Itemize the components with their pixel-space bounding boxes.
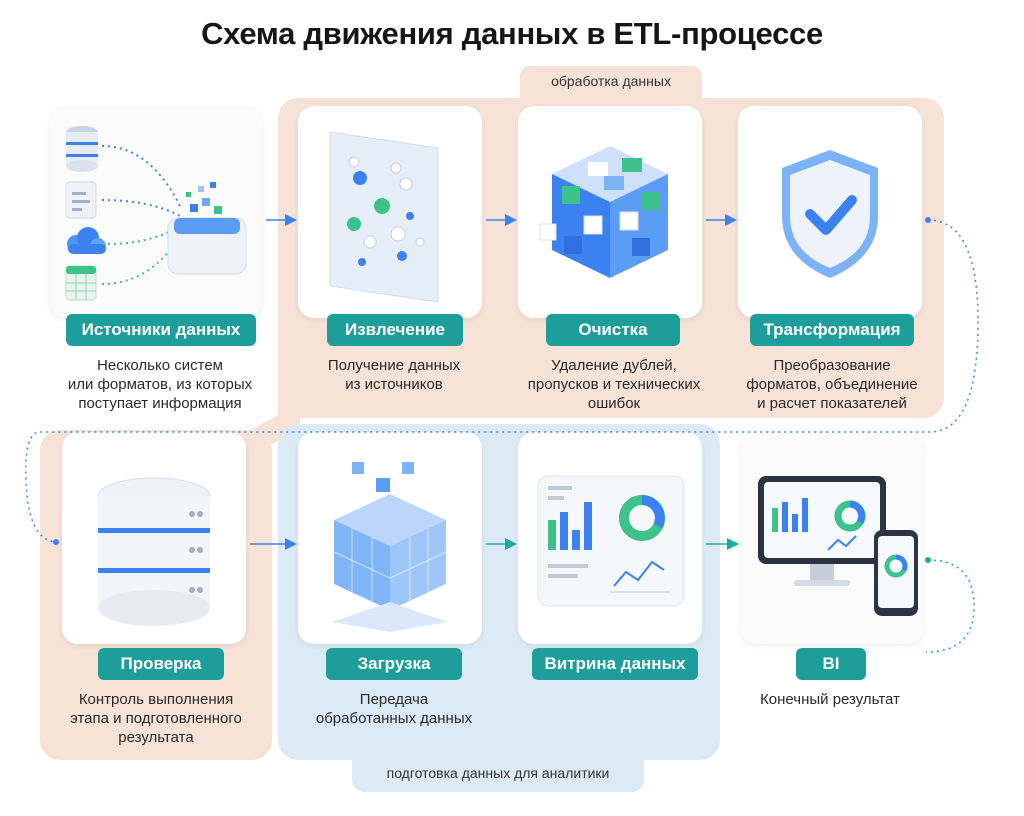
stage-desc-bi: Конечный результат — [760, 691, 900, 708]
data-mart-card — [518, 432, 702, 644]
stage-label-cleaning: Очистка — [546, 314, 680, 346]
sources-card — [50, 106, 262, 318]
transformation-card — [738, 106, 922, 318]
stage-label-data-mart: Витрина данных — [532, 648, 698, 680]
bi-card — [740, 432, 924, 644]
cube-icon — [539, 146, 668, 278]
cleaning-card — [518, 106, 702, 318]
glass-cube-icon — [332, 462, 448, 632]
verification-card — [62, 432, 246, 644]
stage-label-loading: Загрузка — [326, 648, 462, 680]
stage-label-extraction: Извлечение — [327, 314, 463, 346]
database-icon — [66, 126, 98, 172]
document-icon — [65, 181, 97, 219]
loading-card — [298, 432, 482, 644]
ingest-box-icon — [167, 182, 247, 275]
stage-label-transformation: Трансформация — [750, 314, 914, 346]
monitor-phone-icon — [758, 476, 918, 616]
dashboard-icon — [537, 475, 685, 607]
extraction-card — [298, 106, 482, 318]
stage-label-sources: Источники данных — [66, 314, 256, 346]
particles-panel-icon — [329, 131, 439, 303]
stage-label-bi: BI — [796, 648, 866, 680]
analytics-region-label: подготовка данных для аналитики — [352, 758, 644, 792]
cloud-icon — [67, 227, 106, 254]
server-stack-icon — [97, 477, 211, 626]
processing-region-label: обработка данных — [520, 66, 702, 100]
stage-label-verification: Проверка — [98, 648, 224, 680]
spreadsheet-icon — [65, 265, 97, 301]
page-title: Схема движения данных в ETL-процессе — [201, 16, 823, 51]
shield-check-icon — [782, 150, 878, 278]
